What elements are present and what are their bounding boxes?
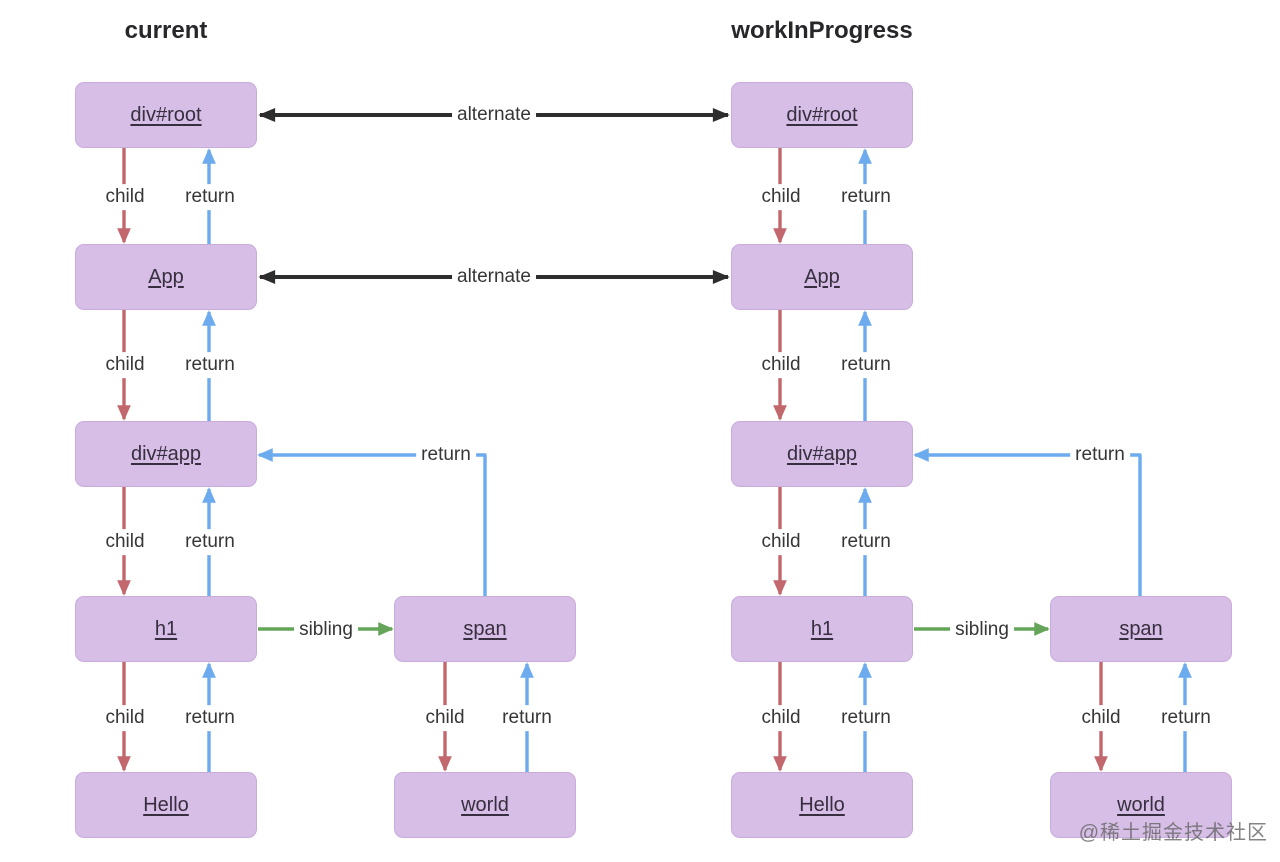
- edge-label-child: child: [756, 705, 806, 731]
- watermark: @稀土掘金技术社区: [1078, 822, 1268, 844]
- edge-label-child: child: [100, 352, 150, 378]
- edge-label-return: return: [836, 529, 896, 555]
- edge-label-sibling: sibling: [950, 617, 1014, 643]
- node-wip-div-app-label: div#app: [786, 442, 858, 465]
- node-current-world[interactable]: world: [394, 772, 576, 838]
- node-wip-app-label: App: [804, 265, 840, 288]
- current-tree-title: current: [124, 17, 208, 44]
- edge-return-current-span-divapp: [257, 448, 487, 596]
- edge-return-wip-span-divapp: [913, 448, 1142, 596]
- node-current-div-root-label: div#root: [130, 103, 202, 126]
- node-current-span[interactable]: span: [394, 596, 576, 662]
- node-current-h1-label: h1: [154, 617, 178, 640]
- node-wip-h1[interactable]: h1: [731, 596, 913, 662]
- workinprogress-tree-title: workInProgress: [731, 17, 913, 44]
- node-wip-world[interactable]: world: [1050, 772, 1232, 838]
- node-wip-hello-label: Hello: [799, 793, 845, 816]
- edge-label-child: child: [100, 184, 150, 210]
- edge-label-sibling: sibling: [294, 617, 358, 643]
- node-current-world-label: world: [461, 793, 509, 816]
- node-current-app-label: App: [148, 265, 184, 288]
- node-wip-world-label: world: [1117, 793, 1165, 816]
- edge-label-child: child: [756, 529, 806, 555]
- node-current-div-app-label: div#app: [130, 442, 202, 465]
- edge-label-alternate: alternate: [452, 264, 536, 290]
- edge-label-return: return: [180, 184, 240, 210]
- edge-label-return: return: [180, 529, 240, 555]
- node-wip-span[interactable]: span: [1050, 596, 1232, 662]
- node-wip-div-app[interactable]: div#app: [731, 421, 913, 487]
- edge-label-child: child: [420, 705, 470, 731]
- node-current-div-app[interactable]: div#app: [75, 421, 257, 487]
- node-wip-span-label: span: [1119, 617, 1163, 640]
- edge-label-child: child: [100, 705, 150, 731]
- node-current-div-root[interactable]: div#root: [75, 82, 257, 148]
- edge-label-alternate: alternate: [452, 102, 536, 128]
- edge-label-return: return: [180, 705, 240, 731]
- edge-label-return: return: [836, 352, 896, 378]
- node-wip-hello[interactable]: Hello: [731, 772, 913, 838]
- edge-label-child: child: [100, 529, 150, 555]
- edge-label-child: child: [756, 352, 806, 378]
- edge-label-child: child: [756, 184, 806, 210]
- node-current-hello-label: Hello: [143, 793, 189, 816]
- edge-label-return: return: [836, 705, 896, 731]
- edge-label-return: return: [1156, 705, 1216, 731]
- node-wip-div-root[interactable]: div#root: [731, 82, 913, 148]
- edge-label-return: return: [497, 705, 557, 731]
- edge-label-return: return: [1070, 442, 1130, 468]
- node-wip-app[interactable]: App: [731, 244, 913, 310]
- node-current-app[interactable]: App: [75, 244, 257, 310]
- node-current-hello[interactable]: Hello: [75, 772, 257, 838]
- node-wip-h1-label: h1: [810, 617, 834, 640]
- edge-label-return: return: [416, 442, 476, 468]
- edge-label-return: return: [180, 352, 240, 378]
- node-current-h1[interactable]: h1: [75, 596, 257, 662]
- edge-label-child: child: [1076, 705, 1126, 731]
- edge-label-return: return: [836, 184, 896, 210]
- node-wip-div-root-label: div#root: [786, 103, 858, 126]
- node-current-span-label: span: [463, 617, 507, 640]
